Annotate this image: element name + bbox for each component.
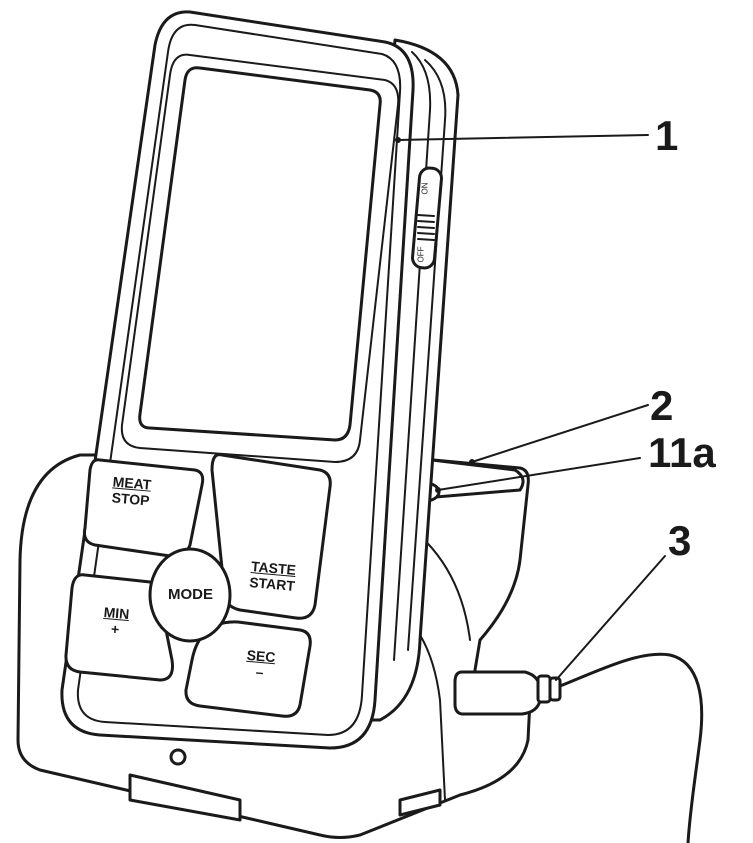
cable-plug	[453, 670, 542, 716]
button-taste-start[interactable]	[210, 453, 332, 620]
label-min: MIN	[103, 603, 131, 623]
bottom-connector	[169, 748, 187, 766]
label-mode: MODE	[168, 586, 213, 603]
label-taste-start: TASTE START	[249, 558, 297, 594]
callout-2: 2	[650, 382, 674, 429]
display-screen	[138, 66, 382, 442]
label-stop: STOP	[111, 489, 151, 509]
power-switch[interactable]	[411, 166, 443, 270]
leader-line-1	[397, 134, 649, 141]
leader-dot-1	[395, 137, 401, 143]
handset-side-line-2	[393, 51, 432, 661]
label-plus: +	[110, 620, 120, 638]
base-foot	[128, 773, 242, 822]
label-meat-stop: MEAT STOP	[111, 473, 152, 508]
leader-line-2	[471, 404, 649, 463]
label-sec: SEC	[246, 646, 277, 666]
handset-side-line	[407, 59, 447, 651]
switch-ridges	[417, 214, 435, 241]
cable	[558, 652, 704, 843]
handset-front-inner	[76, 23, 402, 737]
label-minus: –	[255, 663, 265, 681]
callout-3: 3	[668, 517, 692, 564]
base-foot-right	[398, 788, 442, 817]
callout-11a: 11a	[648, 429, 716, 476]
switch-on-label: ON	[420, 182, 430, 195]
leader-dot-2	[469, 459, 475, 465]
label-min-plus: MIN +	[102, 604, 130, 638]
leader-line-11a	[437, 457, 641, 491]
callout-1: 1	[655, 112, 679, 159]
plug-collar	[536, 674, 552, 704]
leader-line-3	[555, 555, 666, 681]
plug-collar-2	[548, 676, 562, 702]
display-border	[120, 53, 400, 464]
label-sec-minus: SEC –	[245, 647, 276, 682]
button-mode[interactable]	[148, 547, 232, 643]
leader-dot-11a	[435, 487, 441, 493]
switch-off-label: OFF	[416, 246, 426, 263]
